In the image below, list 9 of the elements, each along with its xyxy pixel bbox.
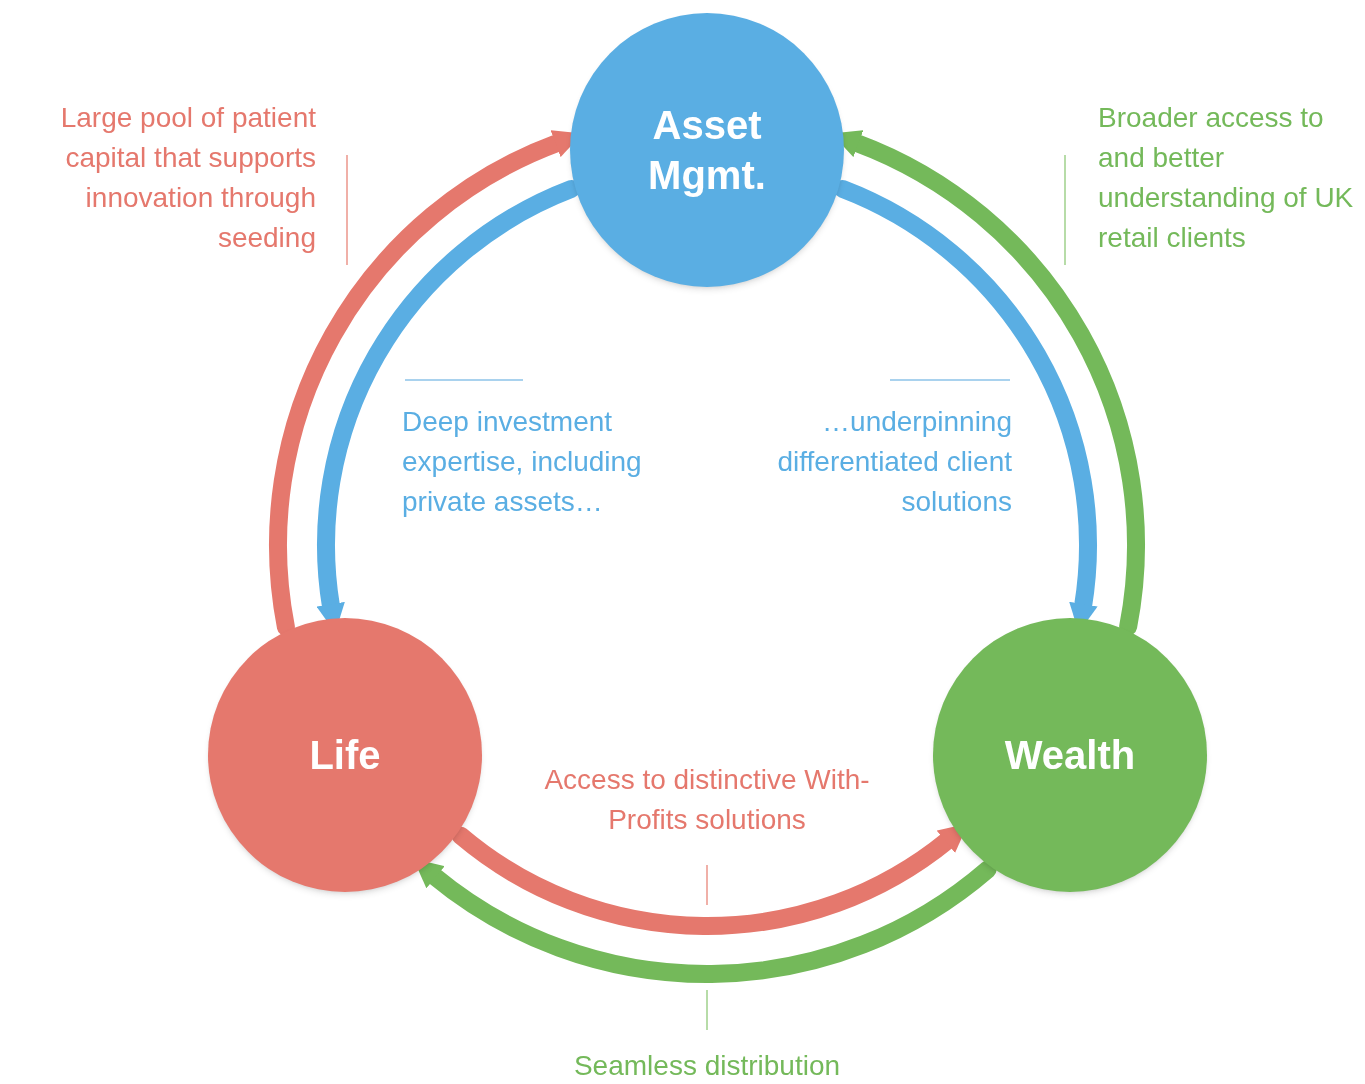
annotation-text: Broader access to and better understanding of UK retail clients [1098,101,1355,255]
node-label: Wealth [1003,732,1137,779]
node-label: Asset Mgmt. [647,102,767,199]
annotation-text: Deep investment expertise, including private assets… [402,405,643,519]
annotation-text: …underpinning differentiated client solutions [776,405,1012,519]
node-label: Life [308,732,382,779]
annotation-text: Seamless distribution [572,1049,842,1083]
annotation-text: Large pool of patient capital that supports innovation through seeding [59,101,316,255]
annotation-text: Access to distinctive With-Profits solutions [543,763,871,837]
